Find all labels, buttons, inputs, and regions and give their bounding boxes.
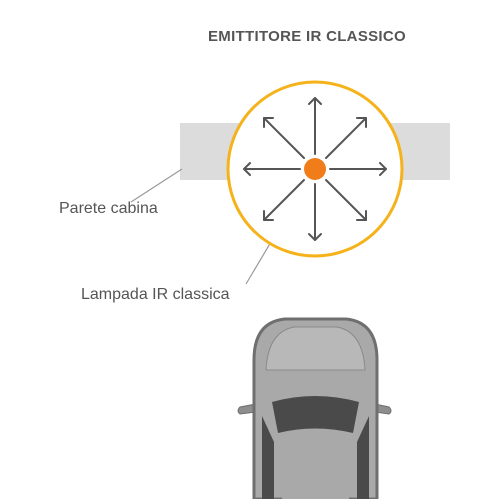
diagram-title: EMITTITORE IR CLASSICO bbox=[208, 28, 406, 45]
radiation-arrows bbox=[243, 97, 387, 241]
radiation-arrow-icon bbox=[329, 162, 387, 176]
infrared-lamp-icon bbox=[304, 158, 326, 180]
car-icon bbox=[237, 317, 392, 501]
radiation-arrow-icon bbox=[325, 179, 367, 221]
ir-lamp-label: Lampada IR classica bbox=[81, 286, 230, 303]
radiation-arrow-icon bbox=[308, 183, 322, 241]
radiation-arrow-icon bbox=[263, 117, 305, 159]
radiation-arrow-icon bbox=[263, 179, 305, 221]
radiation-arrow-icon bbox=[325, 117, 367, 159]
cabin-wall-label: Parete cabina bbox=[59, 200, 158, 217]
radiation-arrow-icon bbox=[243, 162, 301, 176]
radiation-arrow-icon bbox=[308, 97, 322, 155]
wall-leader-line bbox=[130, 168, 183, 203]
